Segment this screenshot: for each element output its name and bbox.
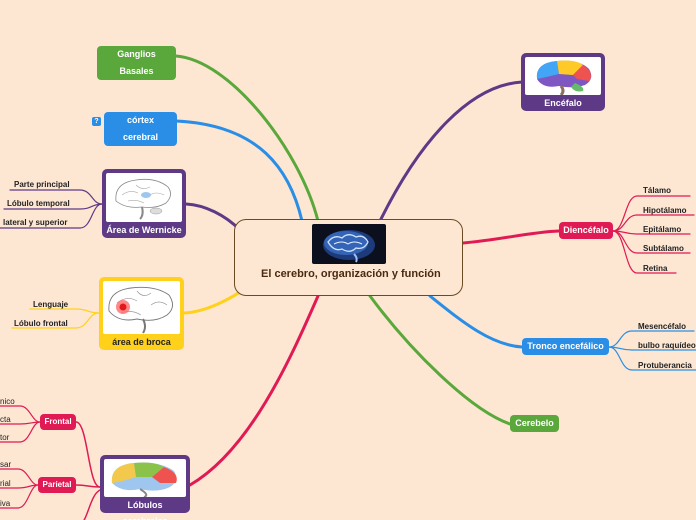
leaf-parietal-1[interactable]: sar <box>0 460 12 469</box>
leaf-lobulo-temporal[interactable]: Lóbulo temporal <box>7 199 70 208</box>
encefalo-node[interactable]: Encéfalo <box>521 53 605 111</box>
wernicke-label: Área de Wernicke <box>106 225 182 235</box>
leaf-hipotalamo[interactable]: Hipotálamo <box>643 206 687 215</box>
leaf-parietal-2[interactable]: rial <box>0 479 11 488</box>
area-de-wernicke-node[interactable]: Área de Wernicke <box>102 169 186 238</box>
frontal-node[interactable]: Frontal <box>40 414 76 430</box>
diencefalo-node[interactable]: Diencéfalo <box>559 222 613 239</box>
lobulos-label: Lóbulos cerebrales <box>122 500 167 520</box>
question-icon[interactable]: ? <box>92 117 101 126</box>
leaf-retina[interactable]: Retina <box>643 264 668 273</box>
leaf-epitalamo[interactable]: Epitálamo <box>643 225 682 234</box>
leaf-mesencefalo[interactable]: Mesencéfalo <box>638 322 687 331</box>
leaf-lateral-y-superior[interactable]: lateral y superior <box>3 218 68 227</box>
broca-label: área de broca <box>112 337 171 347</box>
lobulos-diagram-image <box>104 459 186 497</box>
leaf-parietal-3[interactable]: iva <box>0 499 11 508</box>
leaf-protuberancia[interactable]: Protuberancia <box>638 361 692 370</box>
leaf-talamo[interactable]: Tálamo <box>643 186 672 195</box>
encefalo-label: Encéfalo <box>544 98 582 108</box>
encefalo-brain-image <box>525 57 601 95</box>
leaf-lenguaje[interactable]: Lenguaje <box>33 300 69 309</box>
leaf-bulbo-raquideo[interactable]: bulbo raquídeo <box>638 341 696 350</box>
wernicke-diagram-image <box>106 173 182 222</box>
tronco-encefalico-node[interactable]: Tronco encefálico <box>522 338 609 355</box>
broca-diagram-image <box>103 281 180 334</box>
brain-image <box>312 224 386 264</box>
leaf-frontal-3[interactable]: tor <box>0 433 10 442</box>
central-topic[interactable]: El cerebro, organización y función <box>234 219 463 296</box>
ganglios-basales-node[interactable]: Ganglios Basales <box>97 46 176 80</box>
leaf-frontal-1[interactable]: nico <box>0 397 15 406</box>
leaf-parte-principal[interactable]: Parte principal <box>14 180 70 189</box>
leaf-subtalamo[interactable]: Subtálamo <box>643 244 684 253</box>
cerebelo-node[interactable]: Cerebelo <box>510 415 559 432</box>
leaf-lobulo-frontal[interactable]: Lóbulo frontal <box>14 319 68 328</box>
lobulos-cerebrales-node[interactable]: Lóbulos cerebrales <box>100 455 190 520</box>
area-de-broca-node[interactable]: área de broca <box>99 277 184 350</box>
cortex-cerebral-node[interactable]: córtex cerebral <box>104 112 177 146</box>
leaf-frontal-2[interactable]: cta <box>0 415 11 424</box>
central-title: El cerebro, organización y función <box>261 268 441 280</box>
parietal-node[interactable]: Parietal <box>38 477 76 493</box>
